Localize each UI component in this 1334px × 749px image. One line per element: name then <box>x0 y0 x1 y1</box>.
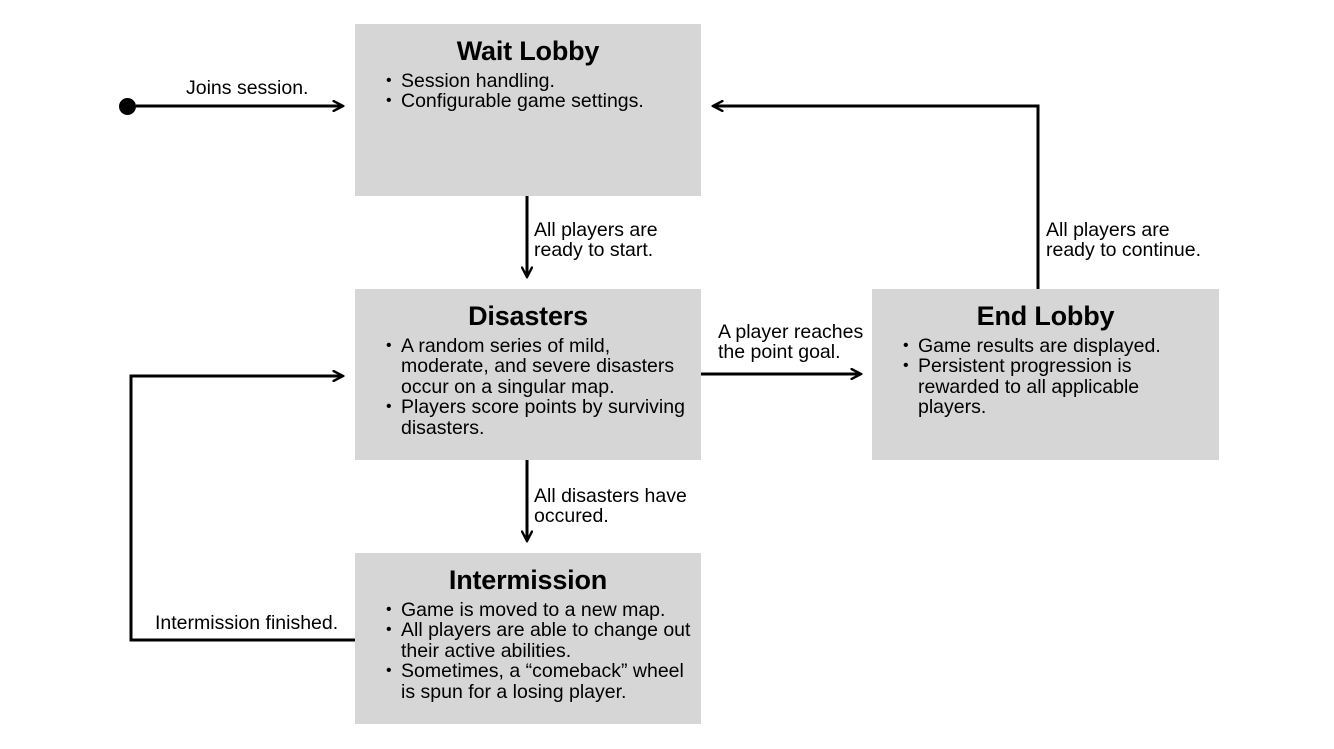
node-intermission-title: Intermission <box>448 565 608 595</box>
list-item: Session handling. <box>386 70 691 91</box>
edge-label-player-reaches-point-goal-line1: A player reaches <box>718 321 864 343</box>
node-end-lobby-title: End Lobby <box>976 301 1115 331</box>
list-item: Configurable game settings. <box>386 90 691 111</box>
edge-intermission-to-disasters <box>129 376 355 642</box>
edge-label-all-players-ready-to-continue-line1: All players are <box>1046 219 1170 241</box>
edge-label-joins-session: Joins session. <box>186 77 309 99</box>
edge-label-all-players-ready-to-continue-line2: ready to continue. <box>1046 239 1202 261</box>
node-disasters-list: A random series of mild, moderate, and s… <box>355 335 701 438</box>
list-item: All players are able to change out their… <box>386 619 691 661</box>
node-disasters[interactable]: Disasters A random series of mild, moder… <box>355 289 701 460</box>
node-wait-lobby-title: Wait Lobby <box>456 36 600 66</box>
node-disasters-title: Disasters <box>468 301 588 331</box>
edge-label-all-players-ready-to-start-line2: ready to start. <box>534 239 654 261</box>
list-item: Game results are displayed. <box>903 335 1209 356</box>
edge-label-all-players-ready-to-start-line1: All players are <box>534 219 658 241</box>
start-node-circle <box>119 98 136 115</box>
list-item: Game is moved to a new map. <box>386 599 691 620</box>
node-wait-lobby-list: Session handling. Configurable game sett… <box>355 70 701 112</box>
node-intermission[interactable]: Intermission Game is moved to a new map.… <box>355 553 701 724</box>
node-end-lobby-list: Game results are displayed. Persistent p… <box>872 335 1219 418</box>
edge-label-player-reaches-point-goal-line2: the point goal. <box>718 341 841 363</box>
node-end-lobby[interactable]: End Lobby Game results are displayed. Pe… <box>872 289 1219 460</box>
edge-end-lobby-to-wait-lobby <box>713 106 1040 289</box>
node-intermission-list: Game is moved to a new map. All players … <box>355 599 701 702</box>
list-item: Sometimes, a “comeback” wheel is spun fo… <box>386 660 691 702</box>
list-item: Persistent progression is rewarded to al… <box>903 355 1209 417</box>
edge-label-all-disasters-occured-line2: occured. <box>534 505 609 527</box>
edge-label-all-disasters-occured-line1: All disasters have <box>534 485 687 507</box>
list-item: Players score points by surviving disast… <box>386 396 691 438</box>
edge-label-intermission-finished: Intermission finished. <box>155 612 339 634</box>
node-wait-lobby[interactable]: Wait Lobby Session handling. Configurabl… <box>355 24 701 196</box>
list-item: A random series of mild, moderate, and s… <box>386 335 691 397</box>
